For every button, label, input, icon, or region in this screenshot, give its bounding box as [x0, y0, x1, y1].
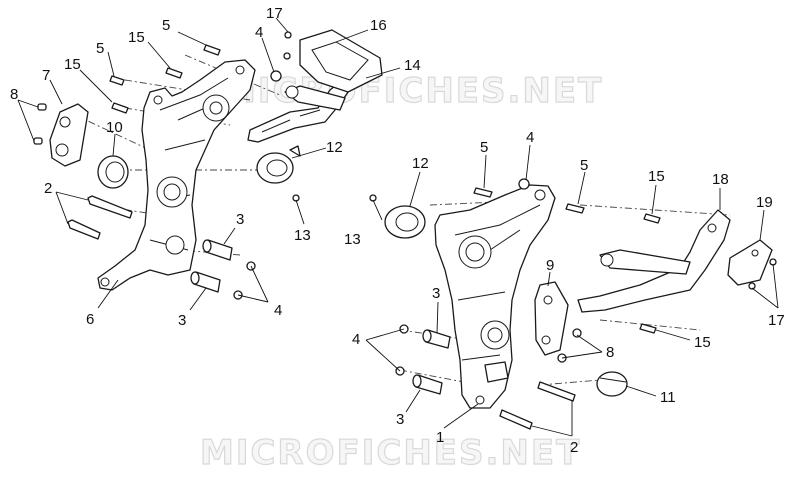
callout-13: 13: [294, 227, 311, 244]
part-10-cover: [97, 155, 129, 189]
part-7-heel-guard: [49, 103, 89, 167]
part-3-spacers-right: [412, 329, 451, 395]
callout-15: 15: [128, 29, 145, 46]
callout-3: 3: [236, 211, 244, 228]
leader-lines: [17, 17, 779, 437]
part-18-footpeg-right: [577, 209, 731, 313]
callout-3: 3: [178, 312, 186, 329]
callout-labels: 5 5 15 15 7 8 10 2 6 3 3 4 4 17 16 14 12…: [10, 5, 785, 456]
part-17-screws-top: [283, 31, 292, 60]
callout-9: 9: [546, 257, 554, 274]
callout-16: 16: [370, 17, 387, 34]
part-5-screws-right: [473, 187, 585, 214]
callout-4: 4: [255, 24, 263, 41]
callout-5: 5: [162, 17, 170, 34]
callout-10: 10: [106, 119, 123, 136]
part-9-plate: [534, 281, 569, 356]
callout-7: 7: [42, 67, 50, 84]
callout-6: 6: [86, 311, 94, 328]
callout-18: 18: [712, 171, 729, 188]
callout-4: 4: [352, 331, 360, 348]
callout-4: 4: [526, 129, 534, 146]
callout-11: 11: [660, 389, 676, 406]
part-12-flange-right: [384, 205, 426, 239]
part-11-cap: [596, 371, 628, 397]
callout-15: 15: [694, 334, 711, 351]
part-2-bolts-left: [67, 195, 133, 240]
callout-15: 15: [648, 168, 665, 185]
part-2-bolts-right: [499, 381, 576, 430]
callout-5: 5: [480, 139, 488, 156]
part-19-heel-guard: [727, 239, 773, 286]
callout-8: 8: [606, 344, 614, 361]
callout-12: 12: [326, 139, 343, 156]
callout-19: 19: [756, 194, 773, 211]
part-3-spacers-left: [190, 239, 233, 293]
callout-17: 17: [266, 5, 283, 22]
watermark-bottom: MICROFICHES.NET: [200, 433, 581, 473]
callout-2: 2: [44, 180, 52, 197]
callout-8: 8: [10, 86, 18, 103]
callout-4: 4: [274, 302, 282, 319]
callout-5: 5: [580, 157, 588, 174]
callout-13: 13: [344, 231, 361, 248]
callout-12: 12: [412, 155, 429, 172]
callout-5: 5: [96, 40, 104, 57]
watermark-top: MICROFICHES.NET: [222, 71, 603, 111]
part-1-right-frame-plate: [434, 184, 556, 409]
part-6-left-frame-plate: [97, 59, 256, 291]
callout-3: 3: [432, 285, 440, 302]
part-1-block: [484, 361, 509, 383]
callout-1: 1: [436, 429, 444, 446]
part-16-heel-guard: [299, 29, 383, 93]
part-15-screws-right: [639, 213, 661, 334]
callout-2: 2: [570, 439, 578, 456]
part-8-screws-left: [33, 103, 47, 145]
callout-15: 15: [64, 56, 81, 73]
callout-17: 17: [768, 312, 785, 329]
callout-14: 14: [404, 57, 421, 74]
callout-3: 3: [396, 411, 404, 428]
part-12-flange-left: [256, 145, 301, 184]
part-5-15-screws-left: [109, 44, 221, 114]
part-14-footpeg-left: [247, 77, 353, 143]
